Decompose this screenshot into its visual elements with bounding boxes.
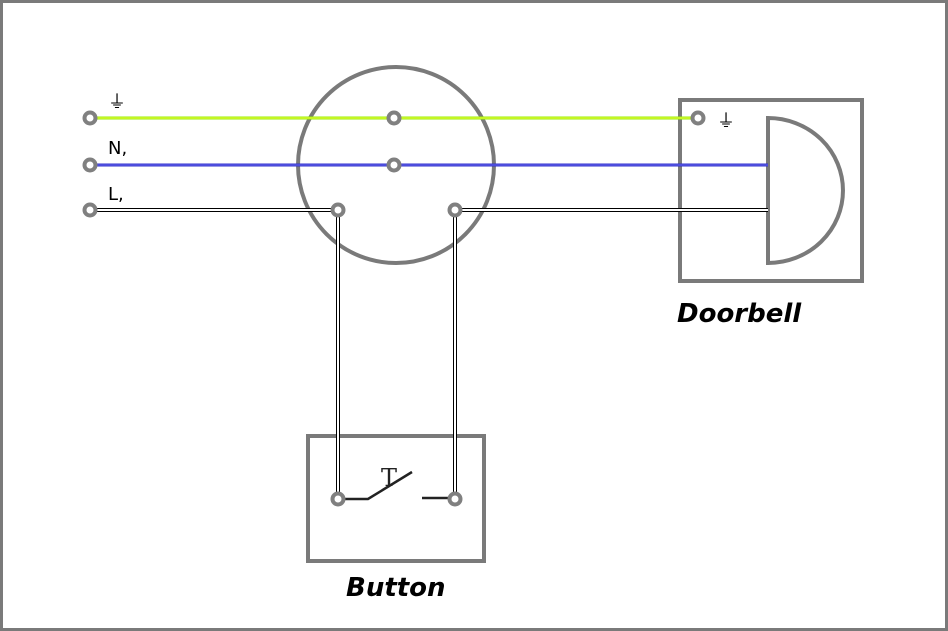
switch-t-label: T [381, 464, 397, 492]
live-wire [90, 208, 340, 499]
earth-label: ⏚ [108, 92, 126, 113]
live-label: L, [108, 184, 124, 205]
doorbell-earth-terminal [690, 110, 706, 126]
doorbell-symbol [766, 115, 845, 266]
button-title: Button [346, 573, 446, 603]
junction-earth-terminal [386, 110, 402, 126]
junction-live-terminal [330, 202, 346, 218]
neutral-label: N, [108, 138, 127, 159]
earth-terminal [82, 110, 98, 126]
doorbell-box [678, 98, 864, 283]
switched-live-wire [453, 208, 768, 499]
button-terminal-right [447, 491, 463, 507]
junction-neutral-terminal [386, 157, 402, 173]
button-terminal-left [330, 491, 346, 507]
button-box [306, 434, 486, 563]
doorbell-title: Doorbell [677, 299, 802, 329]
neutral-terminal [82, 157, 98, 173]
doorbell-earth-label: ⏚ [717, 111, 735, 132]
junction-switched-terminal [447, 202, 463, 218]
live-terminal [82, 202, 98, 218]
terminals [82, 110, 706, 507]
